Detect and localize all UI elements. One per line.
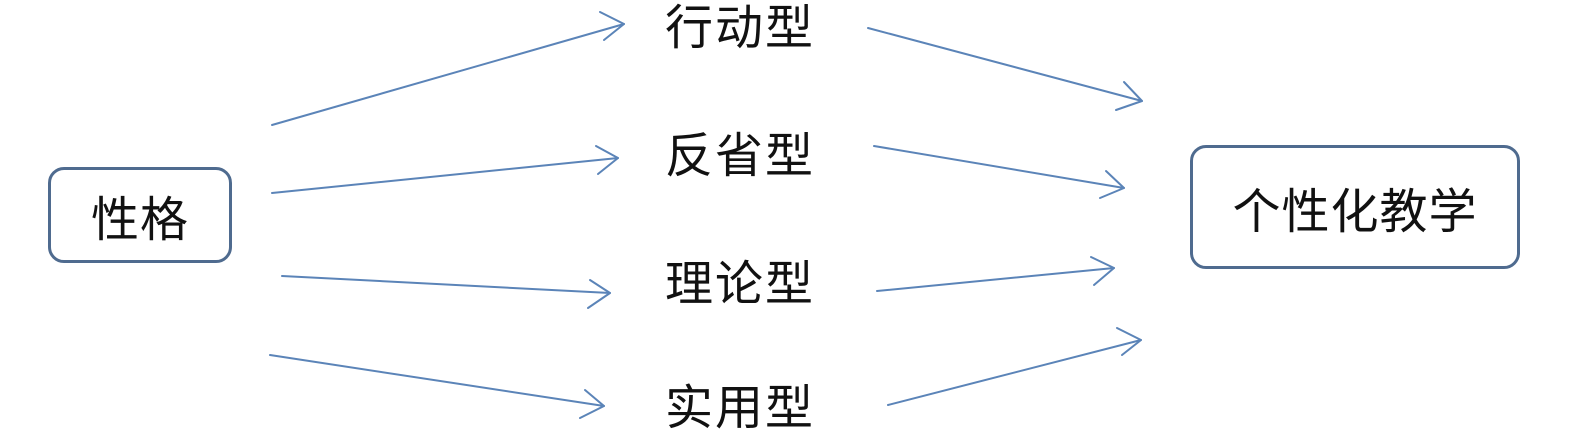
arrow-source-to-theory — [281, 275, 611, 309]
arrow-source-to-practical — [269, 354, 605, 419]
arrow-action-to-target — [867, 27, 1143, 111]
arrow-source-to-action — [271, 11, 625, 126]
arrow-reflect-to-target — [873, 145, 1125, 199]
source-label: 性格 — [90, 192, 189, 248]
source-box: 性格 — [48, 167, 232, 263]
target-label: 个性化教学 — [1232, 184, 1478, 240]
type-label-theory: 理论型 — [664, 256, 815, 312]
type-label-practical: 实用型 — [664, 380, 815, 436]
type-label-action: 行动型 — [664, 0, 815, 56]
target-box: 个性化教学 — [1190, 145, 1520, 269]
arrow-theory-to-target — [876, 256, 1115, 292]
arrow-practical-to-target — [887, 327, 1142, 406]
arrow-source-to-reflect — [271, 145, 619, 194]
type-label-reflect: 反省型 — [664, 128, 815, 184]
